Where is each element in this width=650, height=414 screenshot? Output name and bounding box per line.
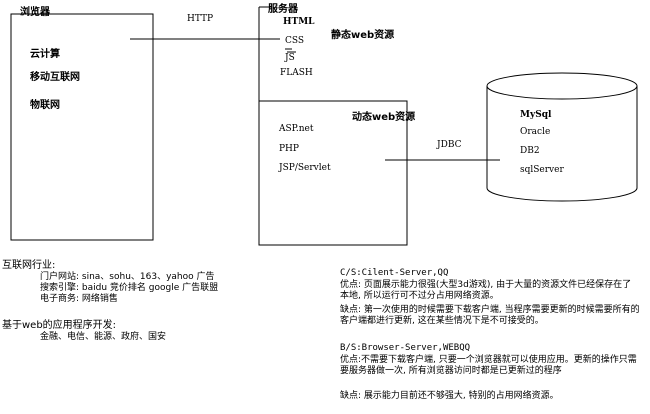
server-title: 服务器 <box>268 4 298 15</box>
browser-title: 浏览器 <box>20 7 50 18</box>
browser-item-mobile: 移动互联网 <box>30 72 80 83</box>
industry-portal-line: 门户网站: sina、sohu、163、yahoo 广告 <box>40 272 215 282</box>
dynamic-item-jsp: JSP/Servlet <box>279 163 331 173</box>
bs-title: B/S:Browser-Server,WEBQQ <box>340 343 471 353</box>
jdbc-label: JDBC <box>437 140 462 150</box>
browser-item-cloud: 云计算 <box>30 49 60 60</box>
browser-item-iot: 物联网 <box>30 100 60 111</box>
cs-title: C/S:Cilent-Server,QQ <box>340 268 449 278</box>
dynamic-resource-label: 动态web资源 <box>352 112 416 123</box>
static-resource-label: 静态web资源 <box>331 30 395 41</box>
browser-box <box>10 13 154 241</box>
db-item-mysql: MySql <box>520 110 552 120</box>
industry-search-line: 搜索引擎: baidu 竞价排名 google 广告联盟 <box>40 283 219 293</box>
static-item-js: JS <box>285 53 295 63</box>
cs-disadvantages: 缺点: 第一次使用的时候需要下载客户端, 当程序需要更新的时候需要所有的客户端都… <box>340 305 640 326</box>
static-item-flash: FLASH <box>280 68 313 78</box>
web-apps-sectors: 金融、电信、能源、政府、国安 <box>40 332 167 342</box>
industry-title: 互联网行业: <box>2 260 56 271</box>
http-label: HTTP <box>187 14 214 24</box>
database-top <box>486 72 638 100</box>
bs-disadvantages: 缺点: 展示能力目前还不够强大, 特别的占用网络资源。 <box>340 391 559 401</box>
server-box <box>258 7 408 246</box>
dynamic-item-aspnet: ASP.net <box>279 124 314 134</box>
web-apps-title: 基于web的应用程序开发: <box>2 320 117 331</box>
static-item-html: HTML <box>283 17 315 27</box>
db-item-oracle: Oracle <box>520 127 551 137</box>
industry-ecommerce-line: 电子商务: 网络销售 <box>40 294 118 304</box>
dynamic-item-php: PHP <box>279 144 299 154</box>
db-item-sqlserver: sqlServer <box>520 165 564 175</box>
db-item-db2: DB2 <box>520 146 540 156</box>
static-item-css: CSS <box>285 36 305 46</box>
cs-advantages: 优点: 页面展示能力很强(大型3d游戏), 由于大量的资源文件已经保存在了本地,… <box>340 280 632 301</box>
bs-advantages: 优点:不需要下载客户端, 只要一个浏览器就可以使用应用。更新的操作只需要服务器做… <box>340 355 637 376</box>
database-bottom <box>486 187 638 202</box>
